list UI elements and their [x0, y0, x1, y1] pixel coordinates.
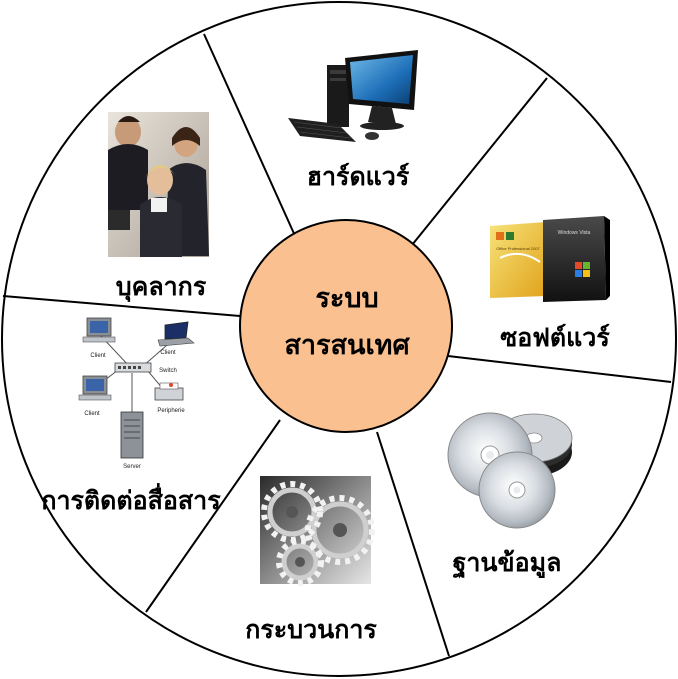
segment-software: Office Professional 2007 Windows Vista ซ… [490, 216, 610, 352]
switch-label: Switch [159, 368, 177, 374]
client-label-c: Client [84, 411, 100, 417]
procedure-label: กระบวนการ [245, 615, 377, 644]
software-boxes-icon: Office Professional 2007 Windows Vista [490, 216, 610, 302]
network-topology-icon: Client Client Switch Client [78, 317, 195, 470]
client-label-a: Client [90, 353, 106, 359]
optical-discs-icon [447, 412, 573, 529]
segment-database: ฐานข้อมูล [447, 412, 573, 579]
database-label: ฐานข้อมูล [453, 548, 562, 579]
center-hub: ระบบ สารสนเทศ [239, 219, 453, 433]
communication-label: การติดต่อสื่อสาร [41, 483, 221, 515]
segment-people: บุคลากร [108, 112, 209, 303]
segment-hardware: ฮาร์ดแวร์ [288, 50, 418, 191]
segment-communication: Client Client Switch Client [41, 317, 221, 515]
client-label-b: Client [160, 350, 176, 356]
office-box-text: Office Professional 2007 [496, 246, 540, 251]
computer-workstation-icon [288, 50, 418, 142]
server-label: Server [123, 464, 141, 470]
software-label: ซอฟต์แวร์ [500, 323, 610, 352]
people-label: บุคลากร [116, 272, 207, 303]
segment-procedure: กระบวนการ [245, 476, 377, 644]
office-team-photo-icon [108, 112, 209, 257]
center-title-line2: สารสนเทศ [284, 330, 410, 361]
windows-logo-icon [575, 262, 590, 277]
peripheral-label: Peripherie [157, 408, 185, 414]
hardware-label: ฮาร์ดแวร์ [307, 162, 410, 191]
center-title-line1: ระบบ [315, 283, 378, 314]
vista-box-text: Windows Vista [558, 230, 591, 236]
segment-dividers [2, 33, 672, 657]
gears-icon [260, 476, 375, 586]
